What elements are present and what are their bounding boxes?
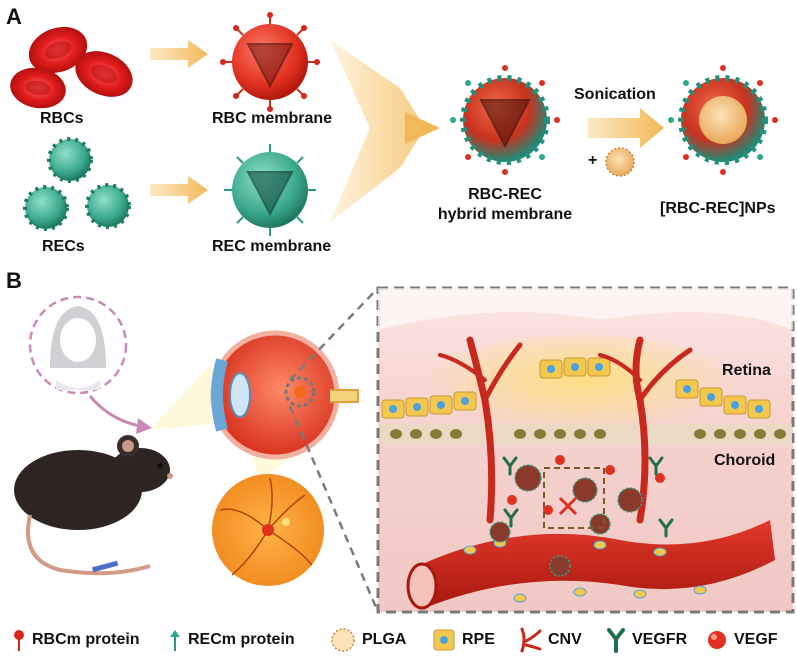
nps-icon (668, 65, 778, 175)
plga-icon (331, 628, 355, 652)
vegfr-icon (607, 628, 625, 653)
cnv-icon (520, 627, 542, 653)
recm-protein-icon (170, 630, 180, 651)
legend-label-rbcm-protein: RBCm protein (32, 631, 140, 648)
legend-item-vegfr: VEGFR (606, 620, 687, 660)
label-hybrid-line1: RBC-REC (468, 186, 542, 203)
legend-item-vegf: VEGF (706, 620, 778, 660)
panel-a-graphics (10, 12, 778, 236)
sonication-arrow-icon (588, 108, 664, 148)
rbc-membrane-icon (220, 12, 320, 112)
hybrid-membrane-icon (450, 65, 560, 175)
arrow-rbc-icon (150, 40, 208, 68)
panel-label-b: B (6, 268, 22, 293)
legend-label-cnv: CNV (548, 631, 582, 648)
legend-item-rbcm-protein: RBCm protein (12, 620, 140, 660)
legend-label-vegfr: VEGFR (632, 631, 688, 648)
label-sonication: Sonication (574, 86, 656, 103)
legend-label-plga: PLGA (362, 631, 407, 648)
tissue-nps (489, 464, 643, 577)
legend: RBCm protein RECm protein PLGA RPE CNV V… (0, 620, 797, 660)
eye-icon (210, 330, 359, 460)
panel-b-graphics (14, 286, 795, 614)
label-rbc-membrane: RBC membrane (212, 110, 333, 127)
legend-item-recm-protein: RECm protein (168, 620, 295, 660)
choroid-cells (390, 429, 786, 439)
fundus-icon (212, 474, 324, 586)
human-face-icon (28, 295, 128, 395)
legend-label-rpe: RPE (462, 631, 495, 648)
merge-arrow-icon (330, 40, 425, 222)
vegf-icon (708, 631, 726, 649)
panel-label-a: A (6, 4, 22, 29)
arrow-rec-icon (150, 176, 208, 204)
label-choroid: Choroid (714, 452, 776, 469)
rpe-icon (433, 629, 455, 651)
face-arrow-icon (88, 395, 141, 428)
retina-zoom-panel (376, 286, 795, 614)
label-rbcs: RBCs (40, 110, 84, 127)
tissue-vegf (507, 455, 665, 515)
legend-item-rpe: RPE (432, 620, 495, 660)
label-nps: [RBC-REC]NPs (660, 200, 776, 217)
rec-cells-icon (23, 137, 131, 231)
label-rec-membrane: REC membrane (212, 238, 332, 255)
label-plus: + (588, 152, 598, 169)
label-hybrid-line2: hybrid membrane (437, 206, 573, 223)
legend-label-vegf: VEGF (734, 631, 778, 648)
rbc-cells-icon (10, 26, 133, 109)
choroidal-vessel (406, 520, 775, 610)
plga-core-icon (605, 147, 635, 177)
tissue-vegfr (502, 456, 674, 538)
legend-item-cnv: CNV (516, 620, 582, 660)
rbcm-protein-icon (14, 630, 24, 651)
rec-membrane-icon (224, 144, 316, 236)
legend-label-recm-protein: RECm protein (188, 631, 295, 648)
label-recs: RECs (42, 238, 85, 255)
cnv-vessels (438, 336, 693, 524)
label-retina: Retina (722, 362, 771, 379)
legend-item-plga: PLGA (330, 620, 406, 660)
mouse-icon (14, 435, 173, 576)
